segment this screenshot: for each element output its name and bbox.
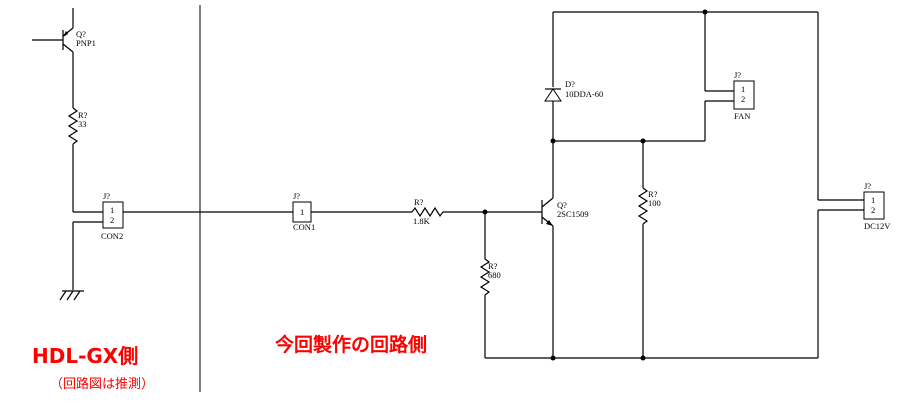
ground-symbol <box>59 290 84 301</box>
con2-pin1: 1 <box>110 205 114 215</box>
new-side-label: 今回製作の回路側 <box>275 334 428 356</box>
con2-ref: J? <box>103 191 110 201</box>
diode-value: 10DDA-60 <box>565 89 603 99</box>
con1-ref: J? <box>293 191 300 201</box>
dc12v-ref: J? <box>864 181 871 191</box>
fan-pin1: 1 <box>741 84 745 94</box>
con1-value: CON1 <box>293 222 315 232</box>
fan-value: FAN <box>734 111 750 121</box>
resistor-680 <box>479 258 491 296</box>
junction-bottom-2 <box>640 355 646 361</box>
diode <box>544 88 562 102</box>
r100-ref: R? <box>648 189 658 199</box>
npn-transistor <box>541 197 554 227</box>
r33-value: 33 <box>78 119 87 129</box>
fan-ref: J? <box>734 70 741 80</box>
connector-fan <box>733 80 755 110</box>
r680-value: 680 <box>488 270 501 280</box>
npn-value: 2SC1509 <box>557 209 589 219</box>
dc12v-pin2: 2 <box>871 205 875 215</box>
dc12v-pin1: 1 <box>871 195 875 205</box>
hdl-note-label: （回路図は推測） <box>50 377 155 392</box>
resistor-100 <box>637 187 649 225</box>
connector-con2 <box>102 201 124 229</box>
con2-value: CON2 <box>101 231 123 241</box>
con2-pin2: 2 <box>110 215 114 225</box>
junction-bottom-1 <box>550 355 556 361</box>
diode-ref: D? <box>565 79 575 89</box>
resistor-33 <box>67 107 79 212</box>
dc12v-value: DC12V <box>864 221 891 231</box>
pnp-value: PNP1 <box>76 38 96 48</box>
npn-ref: Q? <box>557 200 567 210</box>
pnp-transistor <box>32 8 74 108</box>
r18k-ref: R? <box>414 197 424 207</box>
hdl-side-label: HDL-GX側 <box>32 344 139 368</box>
con1-pin1: 1 <box>300 207 304 217</box>
resistor-1.8k <box>411 206 444 218</box>
r680-ref: R? <box>488 261 498 271</box>
fan-pin2: 2 <box>741 94 745 104</box>
r33-ref: R? <box>78 110 88 120</box>
pnp-ref: Q? <box>76 29 86 39</box>
r100-value: 100 <box>648 198 661 208</box>
junction-collector <box>550 138 556 144</box>
connector-dc12v <box>863 191 885 220</box>
r18k-value: 1.8K <box>413 216 431 226</box>
